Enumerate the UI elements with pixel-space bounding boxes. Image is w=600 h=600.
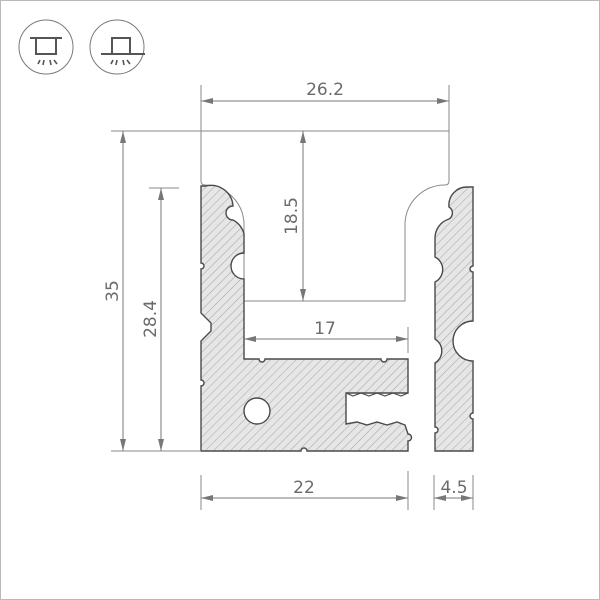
envelope-outline: [200, 130, 450, 302]
dim-inner-depth: 18.5: [282, 197, 302, 235]
dim-cover-thickness: 4.5: [440, 478, 467, 498]
profile-side-section: [434, 186, 474, 452]
dim-overall-height: 35: [103, 280, 123, 302]
recessed-mount-icon: [18, 19, 74, 75]
dimension-lines: [111, 85, 474, 510]
screw-channel-hole: [243, 397, 271, 425]
profile-base-section: [200, 184, 413, 452]
dim-base-width: 22: [293, 478, 315, 498]
surface-mount-icon: [89, 19, 145, 75]
dim-profile-height: 28.4: [141, 300, 161, 338]
dim-overall-width: 26.2: [306, 80, 344, 100]
dim-inner-width: 17: [314, 319, 336, 339]
slot-serration: [345, 392, 409, 397]
